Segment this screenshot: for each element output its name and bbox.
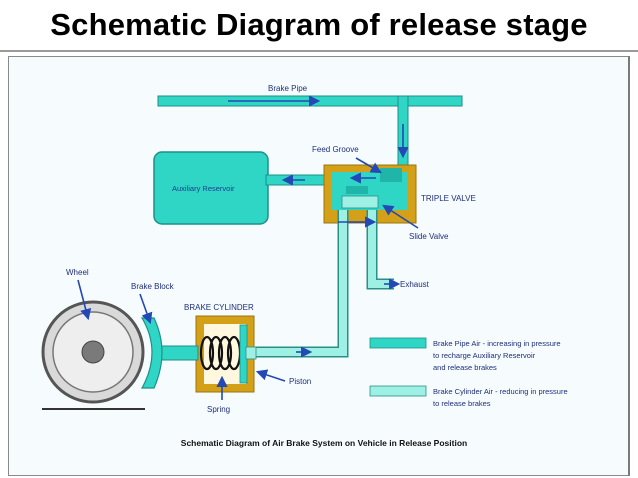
page-title: Schematic Diagram of release stage — [50, 7, 588, 42]
title-divider — [0, 50, 638, 52]
label-triple-valve: TRIPLE VALVE — [421, 194, 476, 203]
brake-cylinder-pipe — [252, 210, 347, 356]
diagram-caption: Schematic Diagram of Air Brake System on… — [181, 438, 467, 448]
pointer-wheel — [77, 279, 92, 321]
legend-brake-cylinder-line-2: to release brakes — [433, 399, 491, 408]
piston-air-port — [245, 346, 257, 360]
label-exhaust: Exhaust — [400, 280, 430, 289]
label-brake-block: Brake Block — [131, 282, 175, 291]
legend: Brake Pipe Air - increasing in pressure … — [369, 337, 568, 408]
feed-groove — [380, 168, 402, 182]
slide-valve — [341, 195, 379, 209]
diagram-background — [9, 57, 628, 475]
label-piston: Piston — [289, 377, 311, 386]
legend-brake-pipe-line-2: to recharge Auxiliary Reservoir — [433, 351, 536, 360]
legend-brake-pipe-line-1: Brake Pipe Air - increasing in pressure — [433, 339, 561, 348]
label-auxiliary-reservoir: Auxiliary Reservoir — [172, 184, 235, 193]
label-feed-groove: Feed Groove — [312, 145, 359, 154]
spring — [199, 335, 242, 371]
label-brake-pipe: Brake Pipe — [268, 84, 308, 93]
wheel — [41, 300, 145, 404]
label-wheel: Wheel — [66, 268, 89, 277]
label-slide-valve: Slide Valve — [409, 232, 449, 241]
legend-brake-pipe-line-3: and release brakes — [433, 363, 497, 372]
legend-swatch-brake-pipe-air — [369, 337, 427, 349]
legend-swatch-brake-cylinder-air — [369, 385, 427, 397]
slide-valve-port — [346, 186, 368, 194]
brake-block — [140, 317, 163, 389]
pointer-slide-valve — [382, 204, 419, 229]
diagram-frame — [8, 56, 630, 476]
label-brake-cylinder: BRAKE CYLINDER — [184, 303, 254, 312]
pointer-brake-block — [139, 293, 153, 325]
label-spring: Spring — [207, 405, 230, 414]
pointer-feed-groove — [355, 157, 382, 174]
pointer-piston — [255, 369, 286, 382]
auxiliary-reservoir — [153, 151, 269, 225]
legend-brake-cylinder-line-1: Brake Cylinder Air - reducing in pressur… — [433, 387, 568, 396]
